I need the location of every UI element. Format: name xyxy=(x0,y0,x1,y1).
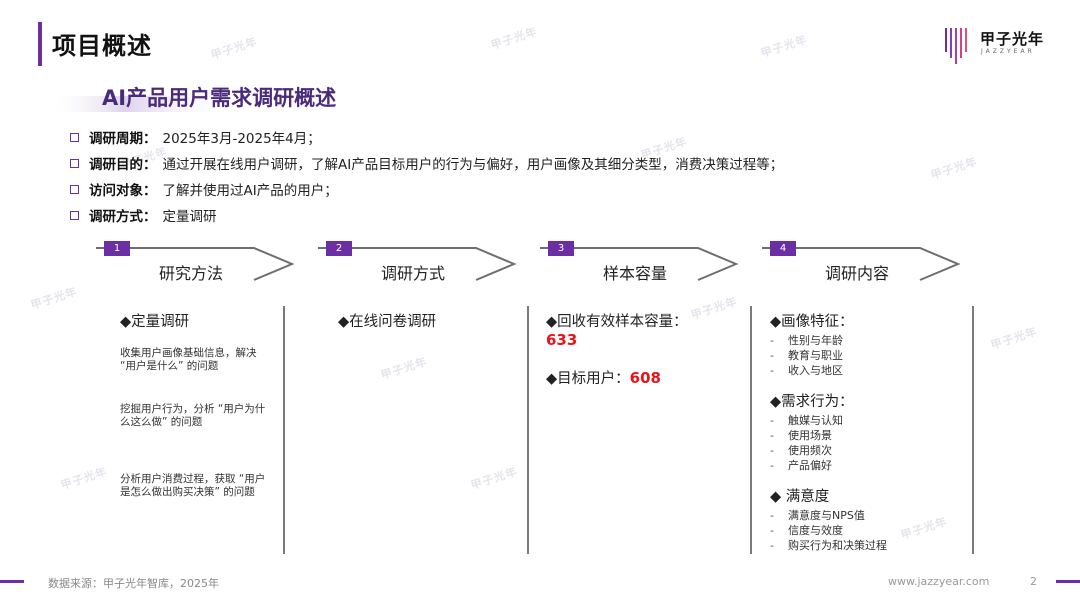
group-items: -触媒与认知 -使用场景 -使用频次 -产品偏好 xyxy=(770,413,965,473)
step-title: 样本容量 xyxy=(602,264,667,283)
research-note-1: 收集用户画像基础信息，解决 “用户是什么” 的问题 xyxy=(120,347,257,372)
column-divider xyxy=(283,306,285,554)
brand-logo: 甲子光年 JAZZYEAR xyxy=(944,26,1054,66)
step-arrow-icon xyxy=(318,247,517,281)
step-header-4: 4 调研内容 xyxy=(762,240,962,286)
info-item-purpose: 调研目的： 通过开展在线用户调研，了解AI产品目标用户的行为与偏好，用户画像及其… xyxy=(70,150,1030,176)
sample-label: ◆回收有效样本容量： xyxy=(546,314,688,330)
step-number: 3 xyxy=(548,241,574,256)
list-item: -性别与年龄 xyxy=(770,334,843,347)
step-number: 2 xyxy=(326,241,352,256)
column-divider xyxy=(972,306,974,554)
title-accent-bar xyxy=(38,22,42,66)
square-bullet-icon xyxy=(70,132,79,142)
list-item: -产品偏好 xyxy=(770,459,832,472)
step-header-1: 1 研究方法 xyxy=(96,240,296,286)
group-heading: ◆画像特征： xyxy=(770,314,854,330)
watermark: 甲子光年 xyxy=(29,284,79,313)
research-note-3: 分析用户消费过程，获取 “用户是怎么做出购买决策” 的问题 xyxy=(120,473,266,498)
survey-info-list: 调研周期： 2025年3月-2025年4月； 调研目的： 通过开展在线用户调研，… xyxy=(70,124,1030,228)
watermark: 甲子光年 xyxy=(469,464,519,493)
page-number: 2 xyxy=(1030,575,1037,588)
target-row: ◆目标用户：608 xyxy=(546,367,746,388)
subtitle-decoration xyxy=(48,96,238,112)
watermark: 甲子光年 xyxy=(209,34,259,63)
info-value: 通过开展在线用户调研，了解AI产品目标用户的行为与偏好，用户画像及其细分类型，消… xyxy=(162,157,784,173)
step-header-3: 3 样本容量 xyxy=(540,240,740,286)
footer-accent-left xyxy=(0,580,24,583)
info-label: 调研方式： xyxy=(89,209,157,225)
info-label: 调研目的： xyxy=(89,157,157,173)
footer-website: www.jazzyear.com xyxy=(888,575,990,588)
info-item-method: 调研方式： 定量调研 xyxy=(70,202,1030,228)
list-item: -使用场景 xyxy=(770,429,832,442)
watermark: 甲子光年 xyxy=(759,32,809,61)
column-survey-method: ◆在线问卷调研 xyxy=(338,310,518,331)
logo-english-text: JAZZYEAR xyxy=(981,48,1035,55)
list-item: -使用频次 xyxy=(770,444,832,457)
column-survey-content: ◆画像特征： -性别与年龄 -教育与职业 -收入与地区 ◆需求行为： -触媒与认… xyxy=(770,310,965,553)
content-group-behavior: ◆需求行为： -触媒与认知 -使用场景 -使用频次 -产品偏好 xyxy=(770,390,965,473)
watermark: 甲子光年 xyxy=(59,464,109,493)
content-group-profile: ◆画像特征： -性别与年龄 -教育与职业 -收入与地区 xyxy=(770,310,965,378)
column-heading: ◆在线问卷调研 xyxy=(338,314,437,330)
watermark: 甲子光年 xyxy=(489,24,539,53)
page-title: 项目概述 xyxy=(52,32,152,60)
footer-source: 数据来源：甲子光年智库，2025年 xyxy=(48,577,219,590)
content-group-satisfaction: ◆ 满意度 -满意度与NPS值 -信度与效度 -购买行为和决策过程 xyxy=(770,485,965,553)
info-label: 调研周期： xyxy=(89,131,157,147)
step-header-2: 2 调研方式 xyxy=(318,240,518,286)
watermark: 甲子光年 xyxy=(379,354,429,383)
list-item: -教育与职业 xyxy=(770,349,843,362)
column-heading: ◆定量调研 xyxy=(120,314,190,330)
list-item: -满意度与NPS值 xyxy=(770,509,865,522)
target-label: ◆目标用户： xyxy=(546,371,630,387)
list-item: -购买行为和决策过程 xyxy=(770,539,887,552)
step-title: 调研方式 xyxy=(380,264,445,283)
square-bullet-icon xyxy=(70,184,79,194)
group-heading: ◆ 满意度 xyxy=(770,489,830,505)
info-item-subjects: 访问对象： 了解并使用过AI产品的用户； xyxy=(70,176,1030,202)
info-label: 访问对象： xyxy=(89,183,157,199)
list-item: -触媒与认知 xyxy=(770,414,843,427)
step-arrow-icon xyxy=(96,247,295,281)
list-item: -收入与地区 xyxy=(770,364,843,377)
group-items: -满意度与NPS值 -信度与效度 -购买行为和决策过程 xyxy=(770,508,965,553)
info-value: 定量调研 xyxy=(162,209,217,225)
section-subtitle: AI产品用户需求调研概述 xyxy=(102,86,337,110)
info-item-period: 调研周期： 2025年3月-2025年4月； xyxy=(70,124,1030,150)
group-items: -性别与年龄 -教育与职业 -收入与地区 xyxy=(770,333,965,378)
step-number: 1 xyxy=(104,241,130,256)
watermark: 甲子光年 xyxy=(989,324,1039,353)
step-arrow-icon xyxy=(540,247,739,281)
info-value: 2025年3月-2025年4月； xyxy=(162,131,321,147)
step-title: 研究方法 xyxy=(158,264,223,283)
target-value: 608 xyxy=(629,369,661,387)
square-bullet-icon xyxy=(70,210,79,220)
logo-bars-icon xyxy=(945,28,967,64)
step-title: 调研内容 xyxy=(824,264,889,283)
step-arrow-icon xyxy=(762,247,961,281)
research-note-2: 挖掘用户行为，分析 “用户为什么这么做” 的问题 xyxy=(120,403,266,428)
step-number: 4 xyxy=(770,241,796,256)
column-divider xyxy=(750,306,752,554)
sample-value: 633 xyxy=(546,331,578,349)
square-bullet-icon xyxy=(70,158,79,168)
logo-chinese-text: 甲子光年 xyxy=(980,30,1045,48)
group-heading: ◆需求行为： xyxy=(770,394,854,410)
footer-accent-right xyxy=(1056,580,1080,583)
list-item: -信度与效度 xyxy=(770,524,843,537)
column-research-method: ◆定量调研 收集用户画像基础信息，解决 “用户是什么” 的问题 挖掘用户行为，分… xyxy=(120,310,270,499)
column-divider xyxy=(527,306,529,554)
info-value: 了解并使用过AI产品的用户； xyxy=(162,183,338,199)
column-sample-size: ◆回收有效样本容量： 633 ◆目标用户：608 xyxy=(546,310,746,388)
